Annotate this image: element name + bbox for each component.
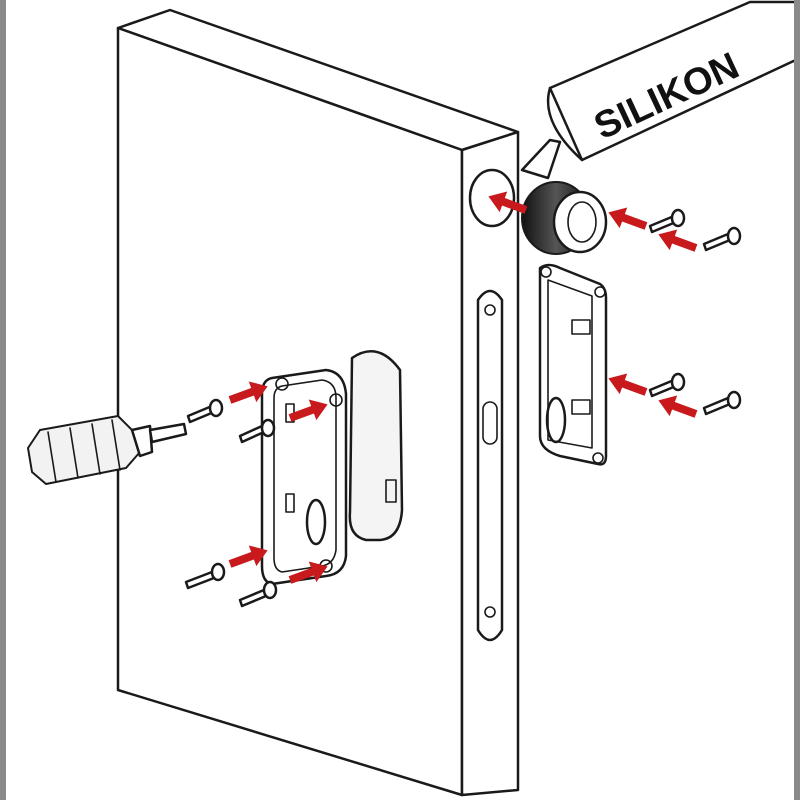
screw-icon [702,390,742,416]
screw-icon [186,398,224,424]
cylinder-rosette-icon [521,181,608,255]
screw-icon [184,562,226,590]
arrow-icon [658,395,698,418]
screwdriver-icon [27,415,188,485]
frame-right-edge [794,0,800,800]
escutcheon-cover-left [348,350,404,542]
arrow-icon [608,373,648,396]
frame-left-edge [0,0,6,800]
arrow-icon [288,399,328,422]
arrow-icon [288,561,328,584]
arrow-icon [488,191,528,214]
screw-icon [648,372,686,398]
arrow-icon [608,207,648,230]
arrow-icon [228,381,268,404]
screw-icon [648,208,686,234]
screw-icon [702,226,742,252]
screw-icon [238,418,276,444]
screw-icon [238,580,278,608]
arrow-icon [658,229,698,252]
arrow-icon [228,545,268,568]
escutcheon-plate-left [260,368,348,586]
lock-faceplate [476,289,504,642]
escutcheon-plate-right [538,263,608,466]
silicone-tube-icon: SILIKON [520,0,800,180]
